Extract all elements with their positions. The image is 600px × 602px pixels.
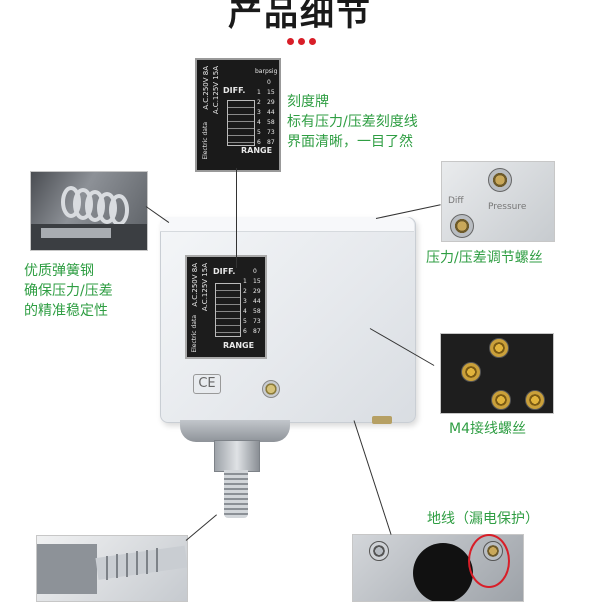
title-dot — [309, 38, 316, 45]
callout-ground: 地线（漏电保护） — [427, 511, 539, 527]
scale-plate-photo: A.C.250V 8A A.C.125V 15A Electric data D… — [195, 58, 281, 172]
page-title: 产品细节 — [228, 0, 372, 34]
body-plate-rating2: A.C.125V 15A — [201, 263, 209, 312]
fitting-hex-nut — [214, 440, 260, 472]
body-screw-icon — [262, 380, 280, 398]
callout-spring: 优质弹簧钢 确保压力/压差 的精准稳定性 — [24, 263, 113, 319]
fitting-thread-icon — [37, 544, 187, 594]
body-scale-plate: A.C.250V 8A A.C.125V 15A Electric data D… — [185, 255, 267, 359]
terminal-screw-photo — [440, 333, 554, 414]
fitting-flange — [180, 420, 290, 442]
ce-mark: CE — [193, 374, 221, 394]
leader-line-scale-plate — [236, 168, 237, 268]
title-dot — [298, 38, 305, 45]
body-plate-range: RANGE — [223, 341, 255, 350]
plate-electric-data: Electric data — [202, 122, 209, 160]
adjust-screw-photo: Diff Pressure — [441, 161, 555, 242]
body-plate-electric-data: Electric data — [191, 315, 198, 353]
callout-adjust-screw: 压力/压差调节螺丝 — [426, 250, 543, 266]
body-corner-screw-icon — [369, 541, 389, 561]
spring-photo — [30, 171, 148, 251]
spring-icon — [31, 186, 147, 250]
switch-body-top-edge — [160, 217, 414, 232]
adjust-screw-lower-icon — [450, 214, 474, 238]
body-plate-scale-bars — [215, 283, 241, 337]
adjust-screw-upper-icon — [488, 168, 512, 192]
plate-rating2: A.C.125V 15A — [212, 66, 220, 115]
fitting-photo — [36, 535, 188, 602]
body-plate-rating1: A.C.250V 8A — [191, 263, 199, 307]
fitting-thread — [224, 470, 248, 518]
terminal-screw-icon — [489, 338, 509, 358]
adjust-photo-pressure-label: Pressure — [488, 202, 527, 212]
terminal-screw-icon — [491, 390, 511, 410]
plate-range: RANGE — [241, 146, 273, 155]
leader-line-fitting — [185, 514, 217, 541]
title-dot — [287, 38, 294, 45]
terminal-screw-icon — [461, 362, 481, 382]
adjust-photo-diff-label: Diff — [448, 196, 464, 206]
body-plate-diff: DIFF. — [213, 267, 236, 276]
terminal-screw-icon — [525, 390, 545, 410]
plate-unit-bar: bar — [255, 68, 265, 75]
body-bottom-screw-icon — [372, 416, 392, 424]
leader-line-ground — [353, 420, 392, 535]
cable-hole — [413, 543, 473, 601]
plate-unit-psig: psig — [265, 68, 278, 75]
callout-scale-plate: 刻度牌 标有压力/压差刻度线 界面清晰，一目了然 — [287, 94, 418, 150]
plate-diff: DIFF. — [223, 86, 246, 95]
leader-line-spring — [145, 206, 170, 223]
ground-highlight-circle — [468, 534, 510, 588]
plate-rating1: A.C.250V 8A — [202, 66, 210, 110]
plate-scale-bars — [227, 100, 255, 146]
callout-terminal: M4接线螺丝 — [449, 421, 526, 437]
